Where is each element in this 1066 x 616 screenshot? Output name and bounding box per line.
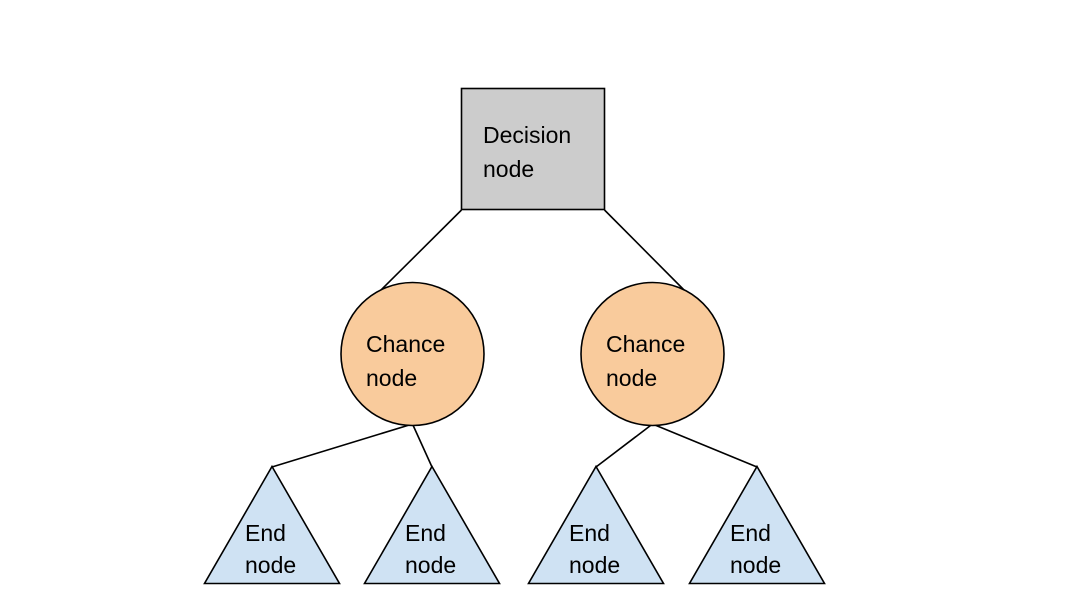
edge-chance-left-to-end-1 <box>271 423 413 468</box>
end-node-1[interactable]: End node <box>203 464 341 585</box>
end-node-4-label-line1: End <box>730 520 771 546</box>
end-node-2-label-line2: node <box>405 552 456 578</box>
chance-node-right[interactable]: Chance node <box>580 281 725 427</box>
end-node-1-triangle[interactable] <box>203 464 341 585</box>
edge-decision-to-chance-right <box>603 209 695 301</box>
edge-group <box>271 209 758 468</box>
end-node-4[interactable]: End node <box>688 464 826 585</box>
end-node-2-label-line1: End <box>405 520 446 546</box>
end-node-3-triangle[interactable] <box>527 464 665 585</box>
decision-node-rect[interactable] <box>460 87 606 211</box>
chance-node-left[interactable]: Chance node <box>340 281 485 427</box>
end-node-4-label-line2: node <box>730 552 781 578</box>
edge-decision-to-chance-left <box>370 209 463 301</box>
chance-node-left-circle[interactable] <box>340 281 485 427</box>
end-node-3[interactable]: End node <box>527 464 665 585</box>
end-node-1-label-line2: node <box>245 552 296 578</box>
chance-node-right-label-line2: node <box>606 365 657 391</box>
end-node-2-triangle[interactable] <box>363 464 501 585</box>
decision-node[interactable]: Decision node <box>460 87 606 211</box>
decision-node-label-line2: node <box>483 156 534 182</box>
end-node-3-label-line2: node <box>569 552 620 578</box>
edge-chance-left-to-end-2 <box>411 423 433 468</box>
chance-node-right-circle[interactable] <box>580 281 725 427</box>
chance-node-left-label-line2: node <box>366 365 417 391</box>
decision-node-label-line1: Decision <box>483 122 571 148</box>
end-node-4-triangle[interactable] <box>688 464 826 585</box>
chance-node-right-label-line1: Chance <box>606 331 685 357</box>
end-node-3-label-line1: End <box>569 520 610 546</box>
edge-chance-right-to-end-3 <box>595 423 653 468</box>
edge-chance-right-to-end-4 <box>652 423 758 468</box>
end-node-1-label-line1: End <box>245 520 286 546</box>
end-node-2[interactable]: End node <box>363 464 501 585</box>
chance-node-left-label-line1: Chance <box>366 331 445 357</box>
